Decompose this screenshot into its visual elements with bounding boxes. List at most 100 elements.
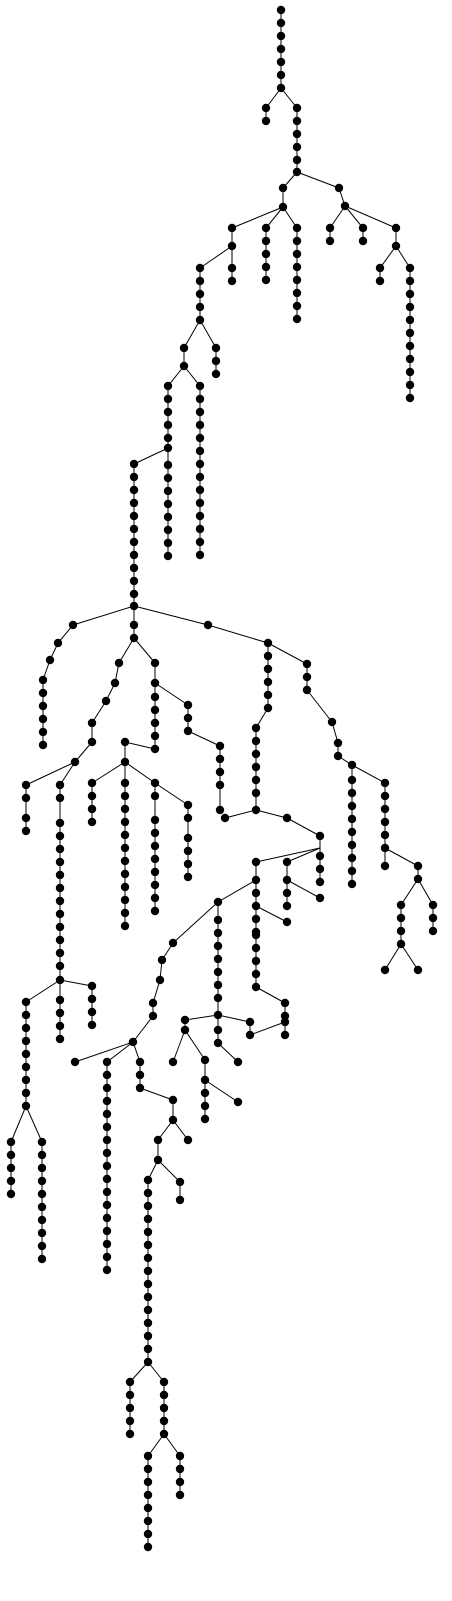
tree-edge: [400, 878, 419, 906]
tree-node: [114, 658, 124, 668]
tree-node: [168, 1057, 178, 1067]
tree-node: [87, 804, 97, 814]
tree-node: [87, 994, 97, 1004]
tree-node: [292, 249, 302, 259]
tree-node: [102, 1252, 112, 1262]
tree-node: [163, 551, 173, 561]
tree-node: [120, 817, 130, 827]
tree-edge: [199, 245, 233, 269]
tree-edge: [384, 943, 402, 971]
tree-node: [183, 1135, 193, 1145]
tree-node: [129, 620, 139, 630]
tree-node: [150, 731, 160, 741]
tree-node: [155, 975, 165, 985]
tree-node: [251, 775, 261, 785]
tree-node: [428, 913, 438, 923]
tree-node: [143, 1318, 153, 1328]
tree-node: [37, 1241, 47, 1251]
tree-node: [150, 841, 160, 851]
tree-node: [347, 866, 357, 876]
tree-node: [261, 275, 271, 285]
tree-node: [251, 914, 261, 924]
tree-node: [125, 1390, 135, 1400]
tree-node: [37, 1176, 47, 1186]
tree-node: [102, 1096, 112, 1106]
tree-node: [102, 1200, 112, 1210]
tree-node: [251, 875, 261, 885]
tree-node: [38, 714, 48, 724]
tree-node: [120, 921, 130, 931]
tree-node: [125, 1416, 135, 1426]
tree-edge: [10, 1105, 27, 1143]
tree-node: [179, 361, 189, 371]
tree-node: [129, 498, 139, 508]
tree-node: [263, 703, 273, 713]
tree-node: [183, 726, 193, 736]
tree-node: [143, 1451, 153, 1461]
tree-node: [292, 262, 302, 272]
tree-node: [428, 900, 438, 910]
tree-edge: [231, 206, 284, 229]
tree-node: [168, 1095, 178, 1105]
tree-node: [278, 202, 288, 212]
tree-node: [143, 1266, 153, 1276]
tree-node: [391, 241, 401, 251]
tree-node: [327, 717, 337, 727]
tree-node: [183, 833, 193, 843]
tree-node: [227, 263, 237, 273]
tree-edge: [249, 1021, 286, 1036]
tree-node: [163, 381, 173, 391]
tree-node: [315, 877, 325, 887]
tree-node: [195, 550, 205, 560]
tree-node: [195, 263, 205, 273]
tree-node: [180, 1015, 190, 1025]
tree-node: [55, 922, 65, 932]
tree-node: [21, 1088, 31, 1098]
tree-node: [220, 813, 230, 823]
tree-node: [102, 1174, 112, 1184]
tree-node: [143, 1542, 153, 1552]
tree-node: [245, 1030, 255, 1040]
tree-edge: [147, 1433, 165, 1457]
tree-edge: [154, 682, 189, 706]
tree-edge: [124, 741, 156, 750]
tree-node: [150, 893, 160, 903]
tree-node: [143, 1331, 153, 1341]
tree-node: [396, 900, 406, 910]
tree-edge: [172, 1029, 186, 1063]
tree-node: [129, 524, 139, 534]
tree-node: [163, 394, 173, 404]
tree-node: [251, 943, 261, 953]
tree-node: [200, 1088, 210, 1098]
tree-node: [195, 537, 205, 547]
tree-node: [150, 854, 160, 864]
tree-node: [195, 394, 205, 404]
tree-edge: [74, 1041, 134, 1063]
tree-node: [163, 443, 173, 453]
tree-node: [195, 381, 205, 391]
tree-node: [55, 1034, 65, 1044]
tree-node: [195, 302, 205, 312]
tree-node: [135, 1070, 145, 1080]
tree-node: [180, 1025, 190, 1035]
tree-edge: [255, 847, 321, 863]
tree-node: [200, 1075, 210, 1085]
tree-node: [211, 356, 221, 366]
tree-node: [150, 815, 160, 825]
tree-edge: [267, 642, 308, 665]
tree-node: [215, 741, 225, 751]
tree-edge: [187, 730, 221, 747]
tree-node: [6, 1189, 16, 1199]
tree-node: [21, 780, 31, 790]
tree-node: [102, 1070, 112, 1080]
tree-node: [347, 775, 357, 785]
tree-node: [87, 1020, 97, 1030]
tree-node: [159, 1390, 169, 1400]
tree-edge: [204, 1079, 239, 1103]
tree-node: [334, 183, 344, 193]
tree-node: [325, 236, 335, 246]
tree-node: [282, 888, 292, 898]
tree-node: [129, 589, 139, 599]
tree-node: [135, 1057, 145, 1067]
tree-node: [55, 793, 65, 803]
